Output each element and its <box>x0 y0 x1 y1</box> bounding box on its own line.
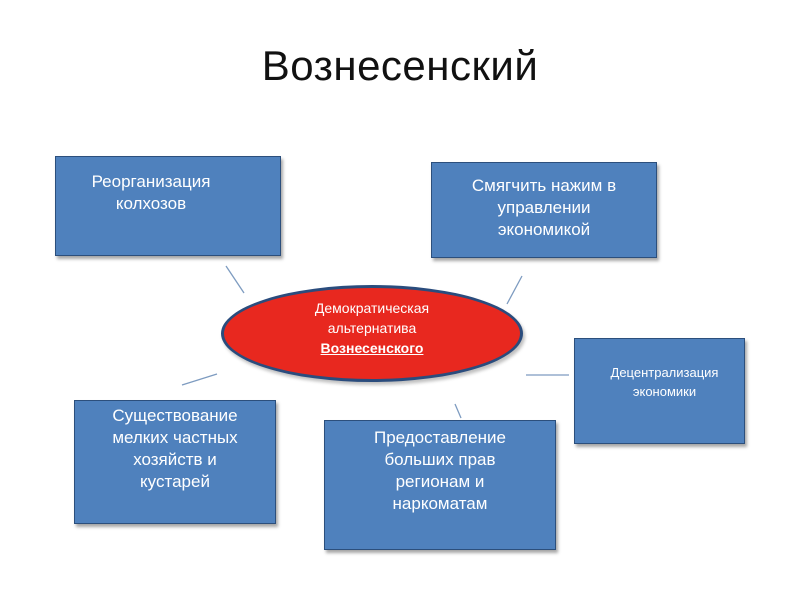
box-soften-economic-management: Смягчить нажим в управлении экономикой <box>431 162 657 258</box>
center-text-emphasis: Вознесенского <box>320 340 424 356</box>
connector-top-left <box>225 265 245 294</box>
box-text-line: больших прав <box>384 450 496 469</box>
center-ellipse: Демократическая альтернатива Вознесенско… <box>221 285 523 382</box>
box-more-rights-regions: Предоставление больших прав регионам и н… <box>324 420 556 550</box>
box-text-line: Децентрализация <box>610 365 719 380</box>
slide-title: Вознесенский <box>261 42 539 89</box>
box-text-line: кустарей <box>140 472 210 491</box>
box-text-line: Существование <box>112 406 238 425</box>
box-text-line: экономики <box>632 384 697 399</box>
box-text-line: наркоматам <box>392 494 488 513</box>
box-text-line: мелких частных <box>112 428 238 447</box>
box-text-line: регионам и <box>395 472 485 491</box>
box-text-line: экономикой <box>497 220 591 239</box>
box-text-line: хозяйств и <box>133 450 217 469</box>
box-small-private-farms: Существование мелких частных хозяйств и … <box>74 400 276 524</box>
center-text-line: альтернатива <box>327 320 417 336</box>
box-reorganization-kolkhozes: Реорганизация колхозов <box>55 156 281 256</box>
connector-bottom-center <box>454 403 462 419</box>
box-text-line: Реорганизация <box>91 172 211 191</box>
box-text-line: колхозов <box>115 194 187 213</box>
center-text-line: Демократическая <box>314 300 430 316</box>
box-decentralization-economy: Децентрализация экономики <box>574 338 745 444</box>
connector-bottom-left <box>181 373 218 386</box>
connector-top-right <box>506 275 523 305</box>
box-text-line: Смягчить нажим в <box>471 176 617 195</box>
box-text-line: управлении <box>497 198 591 217</box>
box-text-line: Предоставление <box>373 428 507 447</box>
